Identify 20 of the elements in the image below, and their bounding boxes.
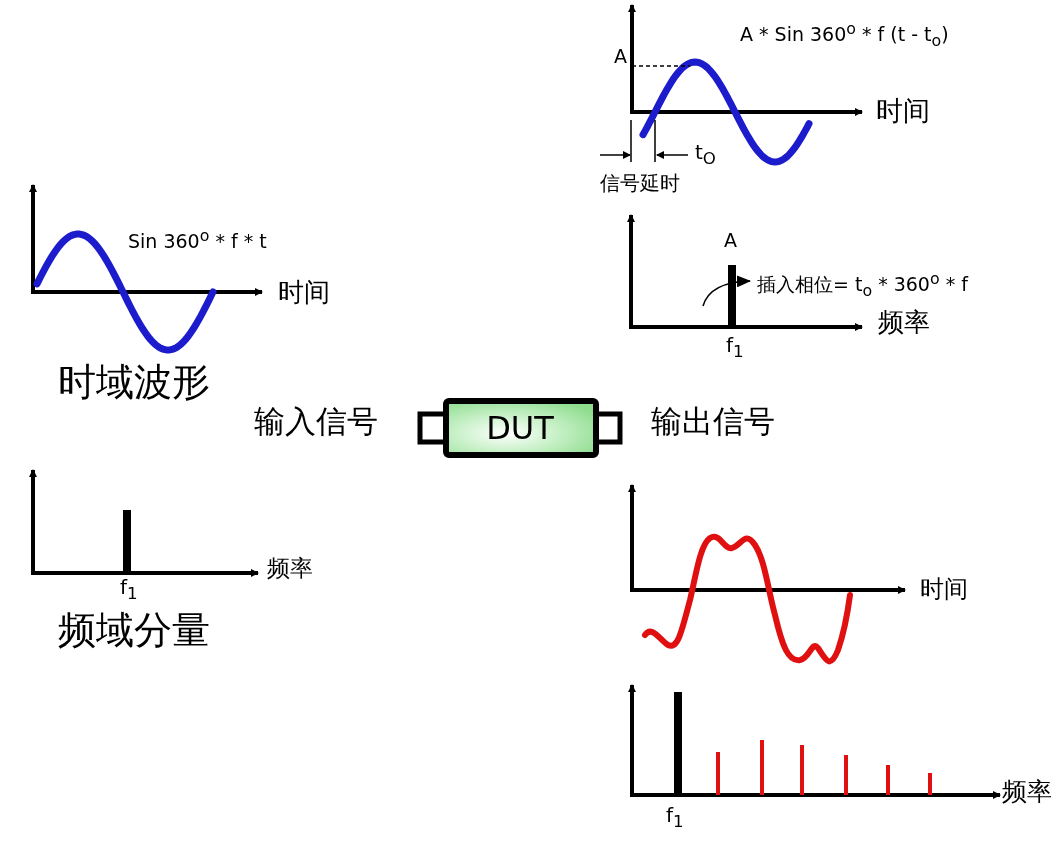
formula: Sin 360$^{o}$ * f * t: [128, 227, 267, 253]
dimension-label: 信号延时: [600, 172, 680, 194]
delay-label: t$_{O}$: [695, 141, 716, 169]
amplitude-label: A: [724, 230, 737, 251]
signal-label: 输入信号: [254, 404, 378, 439]
tick-label: f$_{1}$: [666, 804, 684, 832]
axis-label: 时间: [876, 96, 930, 126]
tick-label: f$_{1}$: [120, 576, 138, 604]
axis-label: A: [614, 46, 627, 67]
signal-label: 输出信号: [651, 404, 775, 439]
heading: 时域波形: [58, 362, 210, 404]
tick-label: f$_{1}$: [726, 334, 744, 362]
axis-label: 时间: [278, 278, 330, 307]
axis-label: 时间: [920, 576, 968, 603]
axis-label: 频率: [878, 308, 930, 337]
axis-label: 频率: [1002, 778, 1052, 806]
axis-label: 频率: [267, 556, 313, 582]
heading: 频域分量: [58, 610, 210, 652]
formula: A * Sin 360$^{o}$ * f (t - t$_{o}$): [740, 20, 949, 50]
formula: 插入相位= t$_{o}$ * 360$^{o}$ * f: [757, 270, 968, 300]
